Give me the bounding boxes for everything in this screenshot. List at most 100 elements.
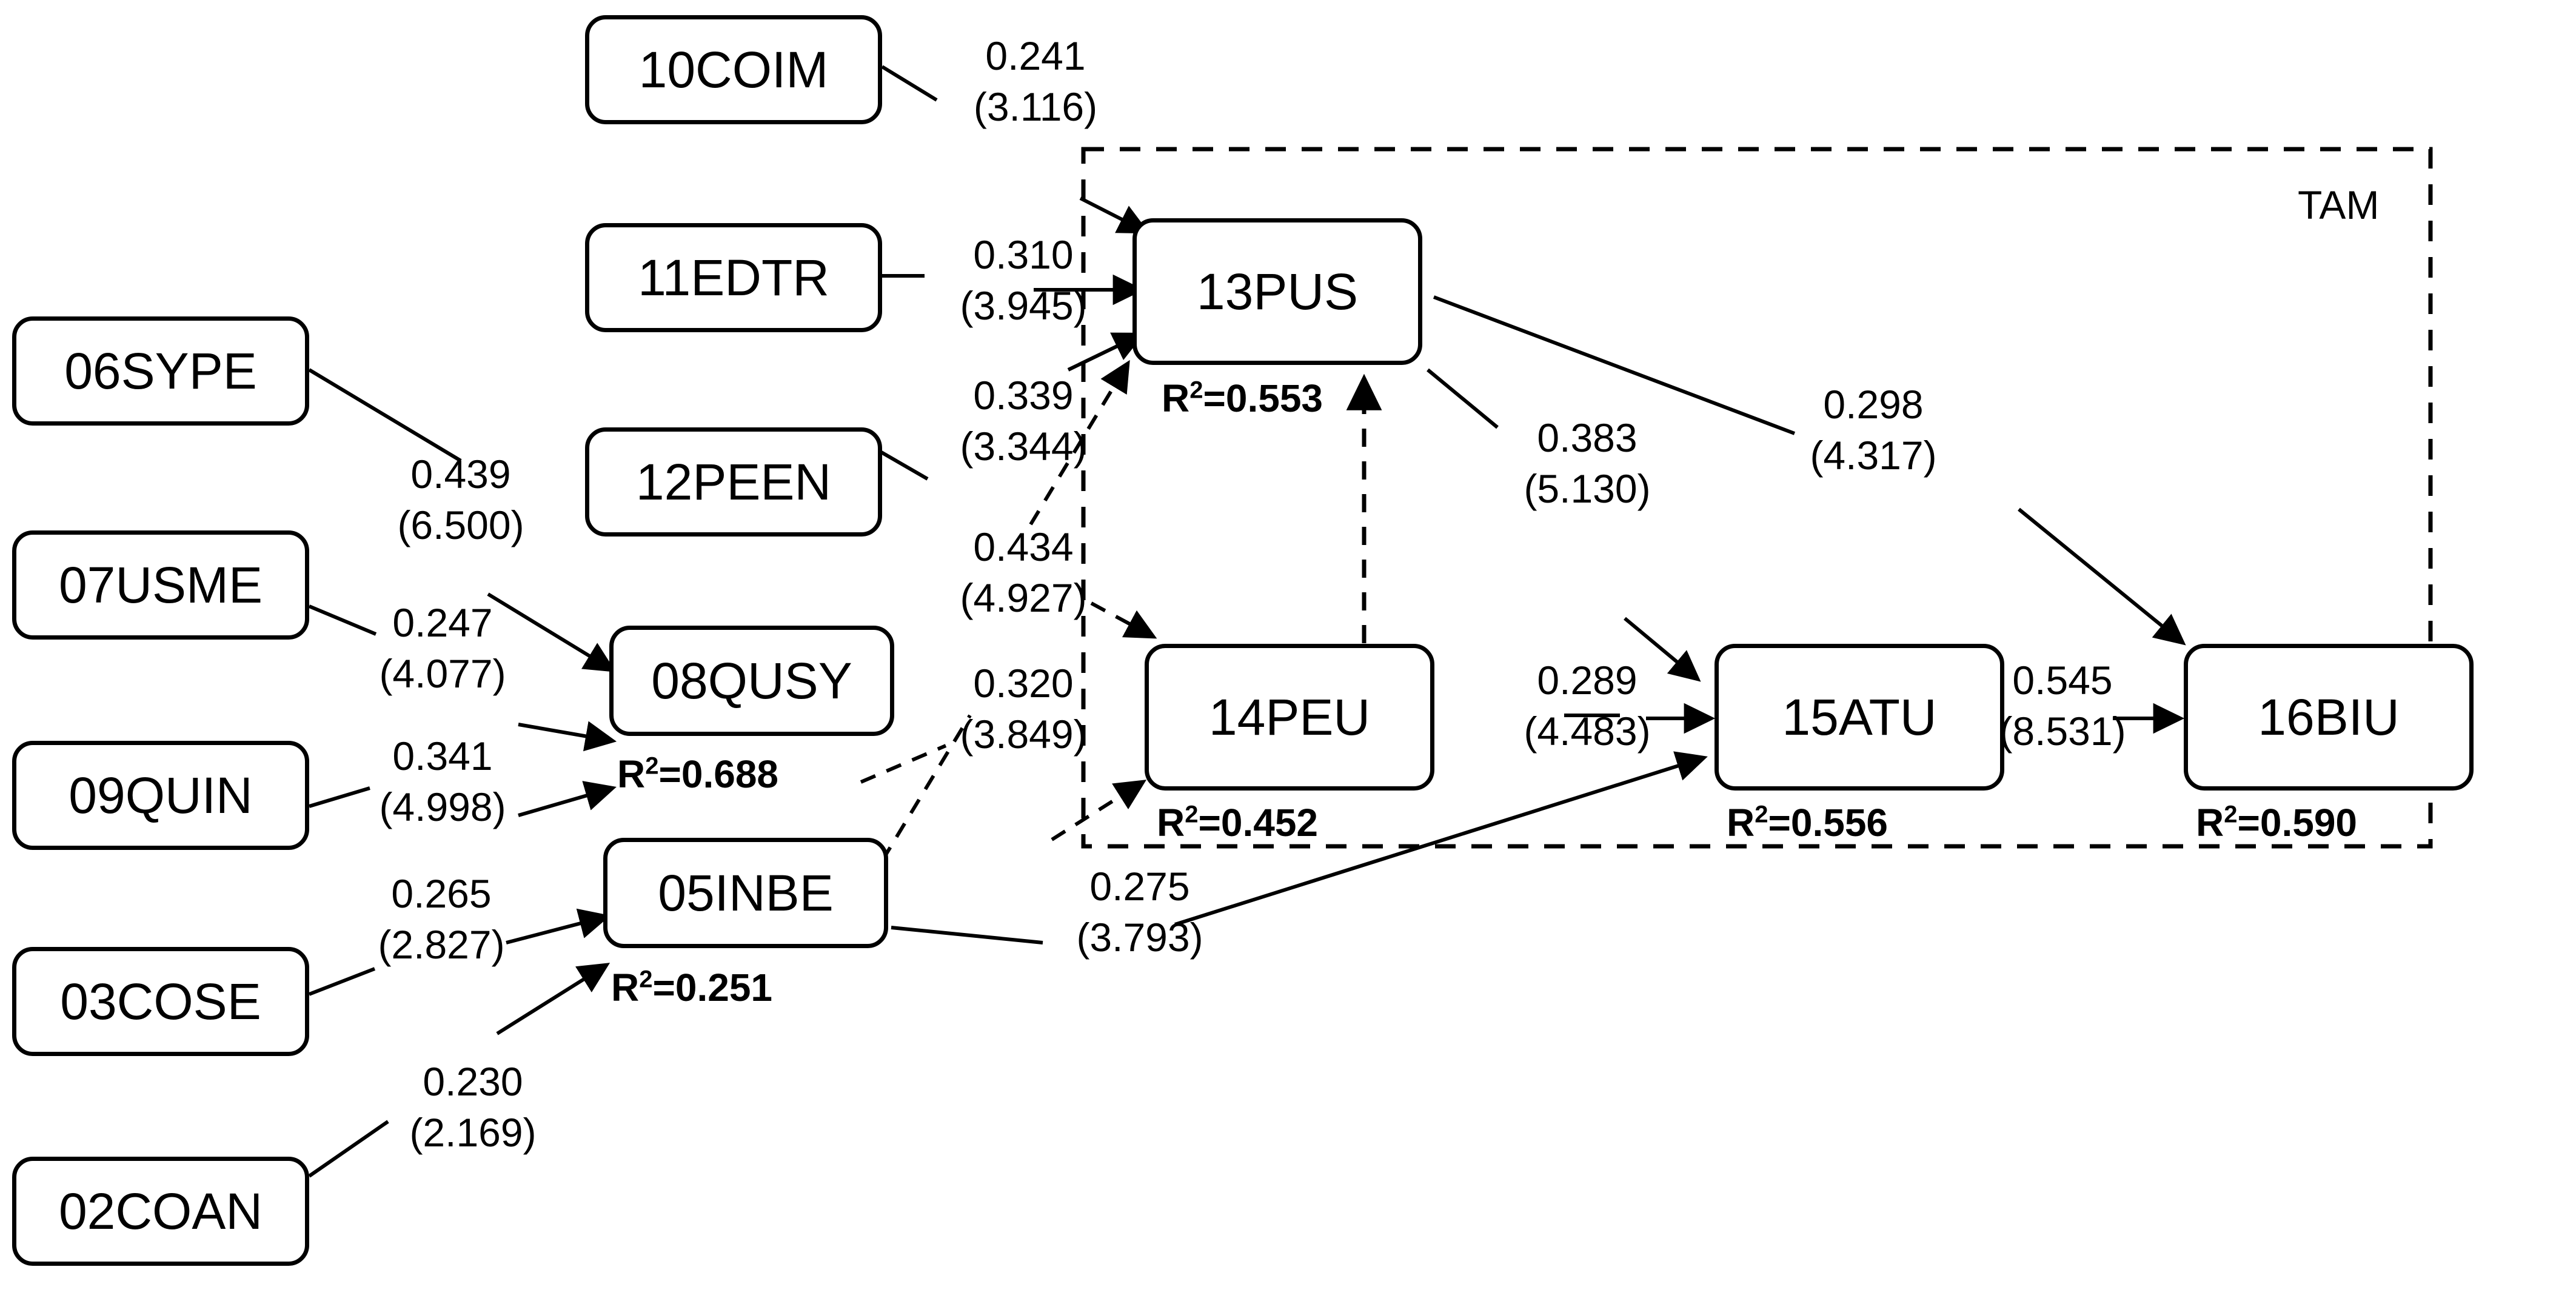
r2-14peu: R2=0.452 (1157, 800, 1318, 845)
node-label-07usme: 07USME (58, 556, 263, 614)
coef-0310: 0.310 (973, 232, 1074, 277)
r2-prefix-08qusy: R (617, 752, 646, 796)
edge-label-05inbe-14peu: 0.320 (3.849) (938, 658, 1108, 760)
r2-value-15atu: 0.556 (1790, 801, 1888, 844)
path-09quin-08qusy (309, 786, 370, 808)
node-15atu[interactable]: 15ATU (1715, 644, 2004, 791)
node-14peu[interactable]: 14PEU (1145, 644, 1434, 791)
node-08qusy[interactable]: 08QUSY (609, 626, 894, 736)
node-label-05inbe: 05INBE (658, 864, 834, 921)
node-12peen[interactable]: 12PEEN (585, 427, 882, 537)
r2-15atu: R2=0.556 (1727, 800, 1888, 845)
node-06sype[interactable]: 06SYPE (12, 316, 309, 426)
path-07usme-08qusy-arrow (518, 721, 617, 752)
node-13pus[interactable]: 13PUS (1132, 218, 1422, 365)
r2-eq-05inbe: = (652, 966, 675, 1009)
edge-label-13pus-15atu: 0.383 (5.130) (1502, 412, 1672, 515)
edge-label-06sype-08qusy: 0.439 (6.500) (376, 449, 546, 551)
tval-0439: (6.500) (397, 503, 524, 548)
path-12peen-13pus-arrow (1067, 332, 1145, 372)
tval-0339: (3.344) (960, 424, 1087, 469)
tval-0230: (2.169) (409, 1110, 537, 1155)
r2-prefix-15atu: R (1727, 801, 1755, 844)
node-label-09quin: 09QUIN (69, 766, 253, 824)
coef-0265: 0.265 (391, 871, 492, 916)
tval-0320: (3.849) (960, 712, 1087, 757)
tval-0383: (5.130) (1524, 466, 1651, 512)
path-07usme-08qusy (308, 604, 377, 636)
edge-label-08qusy-14peu: 0.434 (4.927) (938, 521, 1108, 624)
path-13pus-16biu (1433, 295, 1796, 435)
r2-exponent-05inbe: 2 (639, 966, 653, 993)
path-02coan-05inbe (308, 1120, 389, 1178)
coef-0383: 0.383 (1537, 415, 1638, 460)
node-10coim[interactable]: 10COIM (585, 15, 882, 124)
r2-13pus: R2=0.553 (1162, 376, 1323, 421)
node-label-10coim: 10COIM (638, 41, 829, 98)
path-06sype-08qusy (308, 368, 462, 463)
coef-0341: 0.341 (392, 734, 493, 778)
node-02coan[interactable]: 02COAN (12, 1157, 309, 1266)
path-10coim-13pus-arrow (1079, 196, 1150, 234)
path-05inbe-13pus-arrow (1029, 359, 1130, 526)
edge-label-02coan-05inbe: 0.230 (2.169) (388, 1056, 558, 1159)
node-label-14peu: 14PEU (1208, 688, 1371, 746)
node-11edtr[interactable]: 11EDTR (585, 223, 882, 332)
edge-label-11edtr-13pus: 0.310 (3.945) (938, 229, 1108, 332)
tval-0289: (4.483) (1524, 709, 1651, 754)
r2-eq-15atu: = (1768, 801, 1791, 844)
coef-0545: 0.545 (2012, 658, 2113, 703)
node-03cose[interactable]: 03COSE (12, 947, 309, 1056)
tval-0310: (3.945) (960, 283, 1087, 329)
r2-exponent-13pus: 2 (1189, 376, 1203, 404)
edge-label-09quin-08qusy: 0.341 (4.998) (358, 731, 527, 833)
path-12peen-13pus (879, 450, 929, 481)
node-label-11edtr: 11EDTR (638, 249, 829, 306)
node-label-15atu: 15ATU (1782, 688, 1937, 746)
r2-exponent-14peu: 2 (1185, 801, 1199, 828)
path-05inbe-15atu-arrow (1174, 751, 1708, 926)
edge-label-13pus-16biu: 0.298 (4.317) (1788, 379, 1958, 481)
coef-0434: 0.434 (973, 524, 1074, 569)
path-09quin-08qusy-arrow (518, 781, 617, 817)
node-07usme[interactable]: 07USME (12, 530, 309, 640)
r2-exponent-15atu: 2 (1755, 801, 1768, 828)
coef-0241: 0.241 (985, 33, 1086, 78)
path-08qusy-14peu-arrow (1090, 601, 1157, 639)
path-03cose-05inbe-arrow (506, 908, 611, 945)
coef-0339: 0.339 (973, 373, 1074, 418)
coef-0320: 0.320 (973, 661, 1074, 706)
path-06sype-08qusy-arrow (487, 592, 617, 672)
path-05inbe-14peu-arrow (1051, 780, 1147, 841)
node-16biu[interactable]: 16BIU (2184, 644, 2474, 791)
node-label-16biu: 16BIU (2258, 688, 2400, 746)
path-02coan-05inbe-arrow (496, 963, 611, 1035)
coef-0298: 0.298 (1823, 382, 1924, 427)
coef-0289: 0.289 (1537, 658, 1638, 703)
coef-0439: 0.439 (410, 452, 511, 497)
r2-exponent-16biu: 2 (2224, 801, 2238, 828)
coef-0247: 0.247 (392, 600, 493, 645)
edge-label-05inbe-15atu: 0.275 (3.793) (1055, 861, 1225, 963)
r2-prefix-16biu: R (2196, 801, 2224, 844)
node-label-03cose: 03COSE (60, 972, 261, 1030)
edge-label-15atu-16biu: 0.545 (8.531) (1978, 655, 2147, 757)
path-05inbe-15atu (891, 926, 1043, 945)
path-13pus-16biu-arrow (2018, 507, 2186, 646)
tval-0341: (4.998) (379, 784, 506, 830)
tval-0434: (4.927) (960, 575, 1087, 621)
r2-value-13pus: 0.553 (1225, 376, 1323, 420)
node-05inbe[interactable]: 05INBE (603, 838, 888, 948)
r2-05inbe: R2=0.251 (611, 965, 772, 1010)
edge-label-14peu-15atu: 0.289 (4.483) (1502, 655, 1672, 757)
r2-value-16biu: 0.590 (2260, 801, 2357, 844)
path-05inbe-13pus-dashed (880, 714, 972, 862)
node-label-12peen: 12PEEN (635, 453, 832, 510)
tval-0298: (4.317) (1810, 433, 1937, 478)
r2-prefix-05inbe: R (611, 966, 640, 1009)
path-03cose-05inbe (308, 967, 376, 996)
node-label-08qusy: 08QUSY (651, 652, 852, 709)
r2-eq-13pus: = (1203, 376, 1226, 420)
node-09quin[interactable]: 09QUIN (12, 741, 309, 850)
